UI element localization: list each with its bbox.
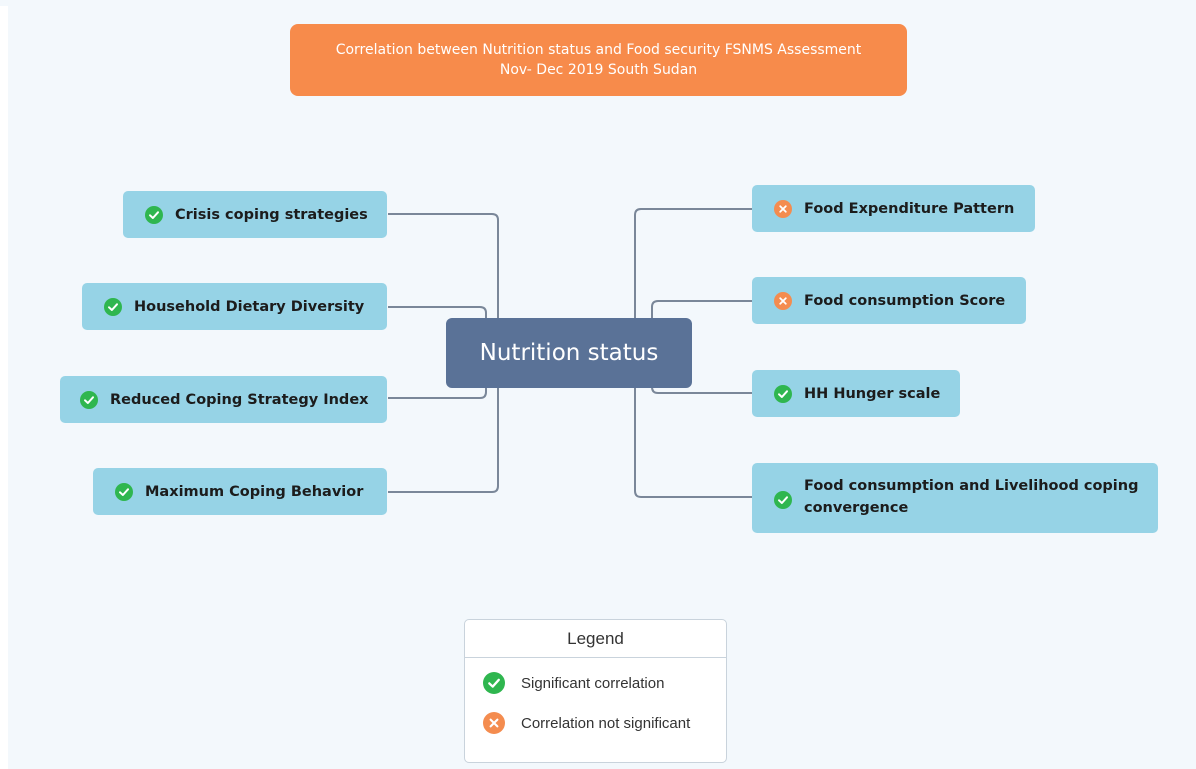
check-circle-icon	[145, 205, 163, 224]
legend-item-not-significant: Correlation not significant	[465, 703, 726, 743]
node-label: Reduced Coping Strategy Index	[110, 391, 369, 408]
legend-item-significant: Significant correlation	[465, 663, 726, 703]
check-circle-icon	[104, 297, 122, 316]
node-label: HH Hunger scale	[804, 385, 941, 402]
node-label: Household Dietary Diversity	[134, 298, 365, 315]
node-label: Maximum Coping Behavior	[145, 483, 364, 500]
connector-rcsi	[388, 386, 487, 399]
node-label: Crisis coping strategies	[175, 206, 368, 223]
node-food-consumption-livelihood-convergence: Food consumption and Livelihood coping c…	[752, 463, 1158, 533]
node-household-dietary-diversity: Household Dietary Diversity	[82, 283, 387, 330]
x-circle-icon	[483, 712, 505, 734]
x-circle-icon	[774, 291, 792, 310]
x-circle-icon	[774, 199, 792, 218]
node-food-expenditure-pattern: Food Expenditure Pattern	[752, 185, 1035, 232]
node-reduced-coping-strategy-index: Reduced Coping Strategy Index	[60, 376, 387, 423]
connector-crisis	[388, 213, 499, 353]
connector-fcs	[651, 300, 752, 320]
node-food-consumption-score: Food consumption Score	[752, 277, 1026, 324]
title-line-1: Correlation between Nutrition status and…	[335, 42, 862, 58]
connector-fep	[634, 208, 752, 353]
legend-item-label: Significant correlation	[521, 674, 665, 692]
check-circle-icon	[115, 482, 133, 501]
connector-fclc	[634, 353, 752, 498]
check-circle-icon	[483, 672, 505, 694]
center-node-nutrition-status: Nutrition status	[446, 318, 692, 388]
node-label: Food Expenditure Pattern	[804, 200, 1015, 217]
check-circle-icon	[774, 491, 792, 509]
legend-item-label: Correlation not significant	[521, 714, 691, 732]
node-label: Food consumption and Livelihood coping c…	[804, 478, 1139, 516]
legend: Legend Significant correlation Correlati…	[464, 619, 727, 763]
center-node-label: Nutrition status	[479, 340, 659, 366]
node-maximum-coping-behavior: Maximum Coping Behavior	[93, 468, 387, 515]
check-circle-icon	[80, 390, 98, 409]
connector-hdd	[388, 306, 487, 320]
title-line-2: Nov- Dec 2019 South Sudan	[499, 62, 698, 78]
check-circle-icon	[774, 384, 792, 403]
legend-title: Legend	[465, 620, 726, 658]
connector-max	[388, 353, 499, 493]
node-label: Food consumption Score	[804, 292, 1006, 309]
node-crisis-coping-strategies: Crisis coping strategies	[123, 191, 387, 238]
diagram-title: Correlation between Nutrition status and…	[290, 24, 907, 96]
node-hh-hunger-scale: HH Hunger scale	[752, 370, 960, 417]
